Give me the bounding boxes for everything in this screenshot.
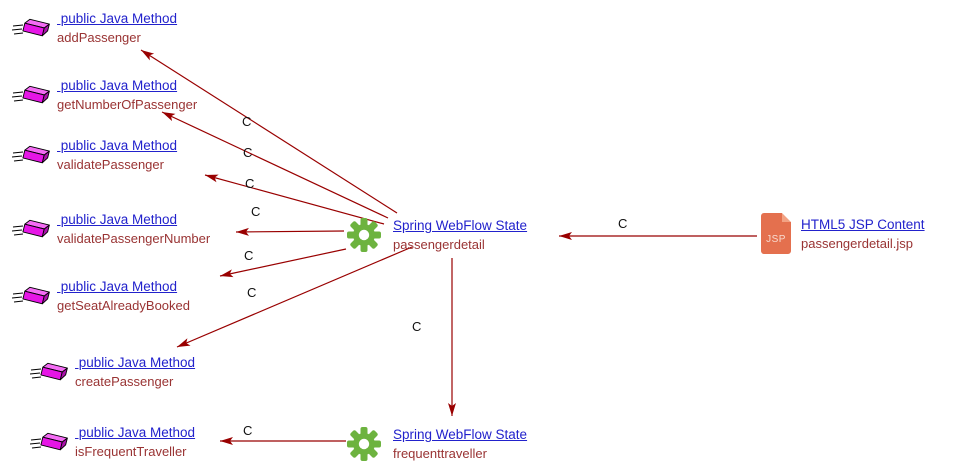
call-arrow-createPassenger (176, 246, 413, 348)
java-method-icon[interactable] (11, 283, 52, 311)
edge-label: C (242, 114, 252, 129)
java-method-icon[interactable] (29, 359, 70, 387)
gear-icon[interactable] (346, 217, 382, 253)
java-method-type-link[interactable]: public Java Method (57, 279, 178, 294)
edge-label: C (244, 248, 254, 263)
call-arrow-validatePassengerNumber (235, 227, 345, 236)
java-method-name: validatePassengerNumber (57, 231, 211, 246)
java-method-name: addPassenger (57, 30, 141, 45)
java-method-icon[interactable] (11, 216, 52, 244)
gear-icon[interactable] (346, 426, 382, 462)
java-method-name: getSeatAlreadyBooked (57, 298, 190, 313)
java-method-type-link[interactable]: public Java Method (57, 11, 178, 26)
edge-label: C (243, 423, 253, 438)
java-method-icon[interactable] (11, 142, 52, 170)
java-method-name: getNumberOfPassenger (57, 97, 198, 112)
edge-label: C (251, 204, 261, 219)
java-method-type-link[interactable]: public Java Method (57, 138, 178, 153)
edge-label: C (618, 216, 628, 231)
java-method-type-link[interactable]: public Java Method (75, 355, 196, 370)
webflow-state-type-link[interactable]: Spring WebFlow State (393, 218, 528, 233)
java-method-name: isFrequentTraveller (75, 444, 187, 459)
call-arrow-addPassenger (140, 49, 398, 214)
java-method-name: validatePassenger (57, 157, 164, 172)
jsp-badge-text: JSP (766, 234, 786, 245)
edge-label: C (245, 176, 255, 191)
node-jsp-content-passengerdetail: JSP HTML5 JSP Content passengerdetail.js… (761, 213, 925, 254)
edge-label: C (412, 319, 422, 334)
call-arrow-getNumberOfPassenger (161, 111, 389, 219)
edge-label: C (243, 145, 253, 160)
java-method-type-link[interactable]: public Java Method (75, 425, 196, 440)
java-method-type-link[interactable]: public Java Method (57, 212, 178, 227)
edge-label: C (247, 285, 257, 300)
call-arrow-getSeatAlreadyBooked (219, 248, 347, 278)
jsp-file-icon[interactable]: JSP (761, 213, 791, 254)
webflow-state-type-link[interactable]: Spring WebFlow State (393, 427, 528, 442)
jsp-content-name: passengerdetail.jsp (801, 236, 914, 251)
java-method-icon[interactable] (11, 82, 52, 110)
webflow-state-name: passengerdetail (393, 237, 485, 252)
jsp-content-type-link[interactable]: HTML5 JSP Content (801, 217, 925, 232)
webflow-state-name: frequenttraveller (393, 446, 487, 461)
java-method-type-link[interactable]: public Java Method (57, 78, 178, 93)
java-method-icon[interactable] (29, 429, 70, 457)
java-method-icon[interactable] (11, 15, 52, 43)
java-method-name: createPassenger (75, 374, 174, 389)
